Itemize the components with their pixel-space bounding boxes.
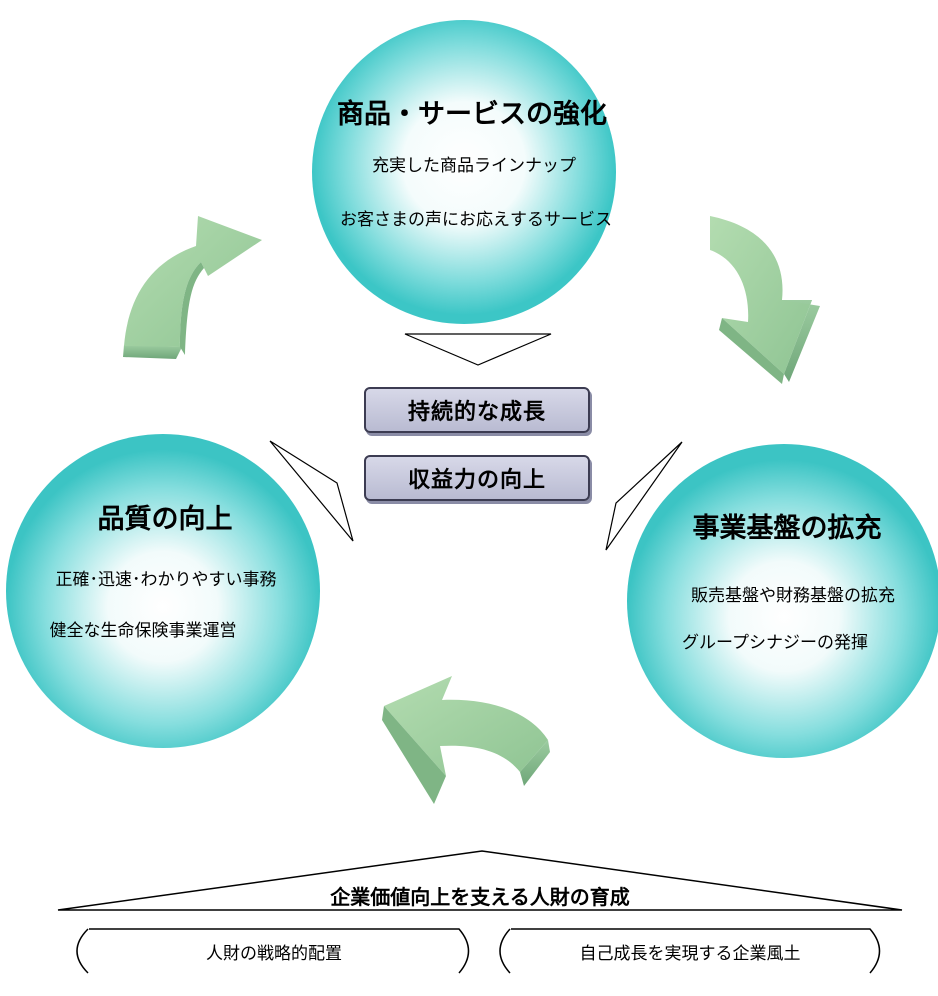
curved-arrow-icon bbox=[123, 216, 262, 359]
right-circle-line-2: グループシナジーの発揮 bbox=[682, 633, 868, 653]
curved-arrow-icon bbox=[710, 216, 820, 384]
left-circle-title: 品質の向上 bbox=[97, 504, 233, 535]
top-circle-line-1: 充実した商品ラインナップ bbox=[372, 156, 576, 176]
top-circle-line-2: お客さまの声にお応えするサービス bbox=[340, 210, 612, 230]
top-circle bbox=[312, 20, 616, 324]
right-circle-line-1: 販売基盤や財務基盤の拡充 bbox=[691, 586, 895, 606]
foundation-title: 企業価値向上を支える人財の育成 bbox=[330, 885, 630, 909]
foundation-triangle bbox=[57, 850, 903, 911]
right-circle-title: 事業基盤の拡充 bbox=[692, 513, 882, 544]
triangle-pointer-icon bbox=[605, 441, 683, 551]
left-circle-line-2: 健全な生命保険事業運営 bbox=[49, 621, 237, 641]
pill-strategic-placement: 人財の戦略的配置 bbox=[206, 943, 342, 964]
top-circle-title: 商品・サービスの強化 bbox=[337, 99, 607, 130]
pill-right-outline bbox=[499, 928, 881, 974]
triangle-pointer-icon bbox=[269, 440, 354, 542]
left-circle-line-1: 正確･迅速･わかりやすい事務 bbox=[55, 570, 277, 590]
sustainable-growth-box: 持続的な成長 bbox=[364, 387, 590, 433]
profitability-box: 収益力の向上 bbox=[364, 455, 590, 501]
left-circle bbox=[6, 434, 320, 748]
curved-arrow-icon bbox=[382, 676, 550, 804]
right-circle bbox=[627, 444, 938, 758]
pill-self-growth-culture: 自己成長を実現する企業風土 bbox=[579, 943, 801, 964]
triangle-pointer-icon bbox=[404, 333, 552, 366]
pill-left-outline bbox=[76, 928, 470, 974]
